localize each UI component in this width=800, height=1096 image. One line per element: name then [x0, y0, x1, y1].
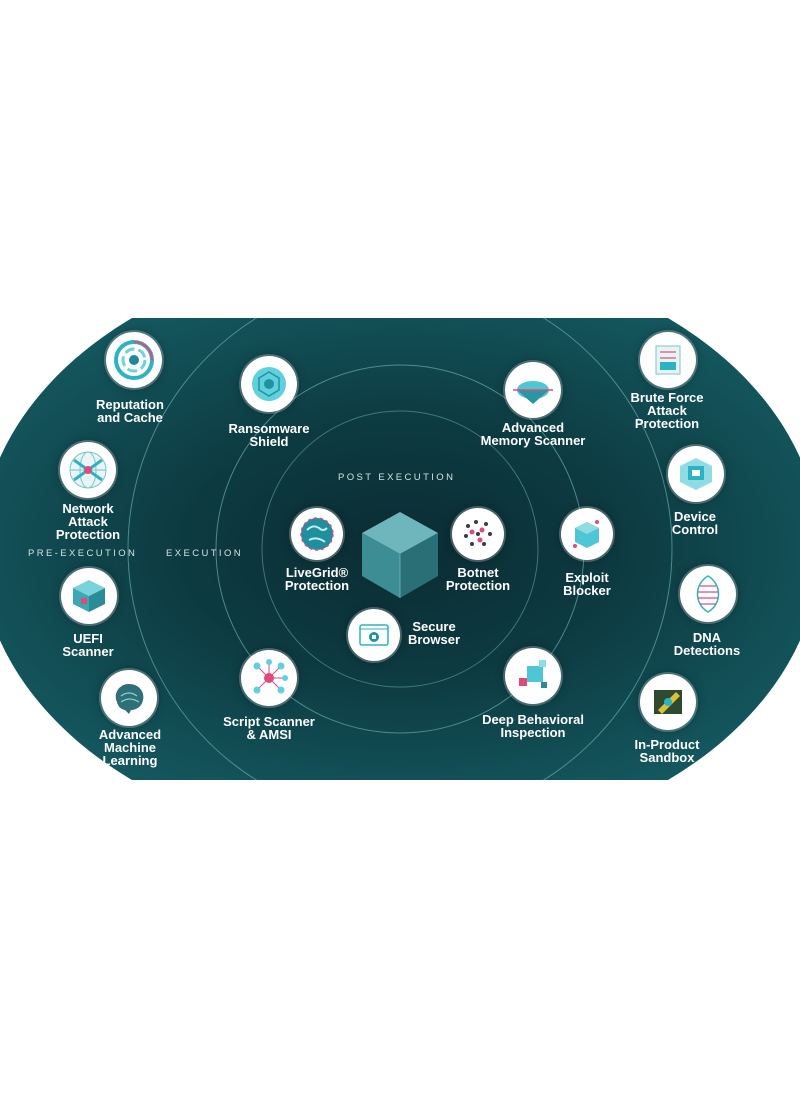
network-globe-icon — [69, 451, 107, 489]
device-control-label: Device Control — [671, 509, 719, 537]
ransomware-sphere-icon — [252, 367, 286, 401]
script-scanner-node[interactable] — [241, 650, 297, 706]
uefi-chip-icon — [73, 580, 105, 612]
secure-browser-node[interactable] — [348, 609, 400, 661]
deep-behavioral-label: Deep Behavioral Inspection — [482, 712, 584, 740]
dna-detections-node[interactable] — [680, 566, 736, 622]
reputation-rings-icon — [114, 340, 154, 380]
sandbox-label: In-Product Sandbox — [634, 737, 700, 765]
network-attack-label: Network Attack Protection — [55, 501, 121, 542]
exploit-blocker-node[interactable] — [561, 508, 613, 560]
deep-behavioral-node[interactable] — [505, 648, 561, 704]
script-network-icon — [253, 659, 288, 694]
script-scanner-label: Script Scanner & AMSI — [223, 714, 315, 742]
sandbox-node[interactable] — [640, 674, 696, 730]
memory-scanner-label: Advanced Memory Scanner — [480, 420, 586, 448]
dna-detections-label: DNA Detections — [673, 630, 741, 658]
brute-force-icon — [655, 345, 681, 375]
behavioral-cubes-icon — [519, 660, 547, 688]
botnet-label: Botnet Protection — [445, 565, 511, 593]
uefi-scanner-label: UEFI Scanner — [62, 631, 114, 659]
livegrid-label: LiveGrid® Protection — [284, 565, 350, 593]
exploit-blocker-label: Exploit Blocker — [563, 570, 611, 598]
sandbox-box-icon — [654, 690, 682, 714]
secure-browser-label: Secure Browser — [407, 619, 461, 647]
brute-force-label: Brute Force Attack Protection — [630, 390, 704, 431]
ring-label-post-execution: POST EXECUTION — [338, 472, 456, 483]
network-attack-node[interactable] — [60, 442, 116, 498]
machine-learning-label: Advanced Machine Learning — [98, 727, 162, 768]
dna-helix-icon — [696, 575, 720, 613]
livegrid-globe-icon — [300, 517, 334, 551]
livegrid-node[interactable] — [291, 508, 343, 560]
ransomware-shield-node[interactable] — [241, 356, 297, 412]
botnet-dots-icon — [464, 520, 492, 546]
reputation-cache-label: Reputation and Cache — [96, 397, 164, 425]
brain-icon — [115, 684, 144, 714]
botnet-node[interactable] — [452, 508, 504, 560]
ring-label-execution: EXECUTION — [166, 548, 244, 559]
secure-browser-icon — [359, 624, 389, 646]
memory-scanner-node[interactable] — [505, 362, 561, 418]
reputation-cache-node[interactable] — [106, 332, 162, 388]
ransomware-shield-label: Ransomware Shield — [228, 421, 310, 449]
diagram-panel: PRE-EXECUTION EXECUTION POST EXECUTION R… — [0, 318, 800, 780]
device-control-node[interactable] — [668, 446, 724, 502]
device-control-icon — [680, 458, 712, 490]
brute-force-node[interactable] — [640, 332, 696, 388]
machine-learning-node[interactable] — [101, 670, 157, 726]
exploit-blocker-icon — [573, 520, 599, 548]
center-cube-icon — [362, 512, 438, 598]
ring-label-pre-execution: PRE-EXECUTION — [28, 548, 138, 559]
memory-scanner-icon — [513, 381, 553, 404]
uefi-scanner-node[interactable] — [61, 568, 117, 624]
